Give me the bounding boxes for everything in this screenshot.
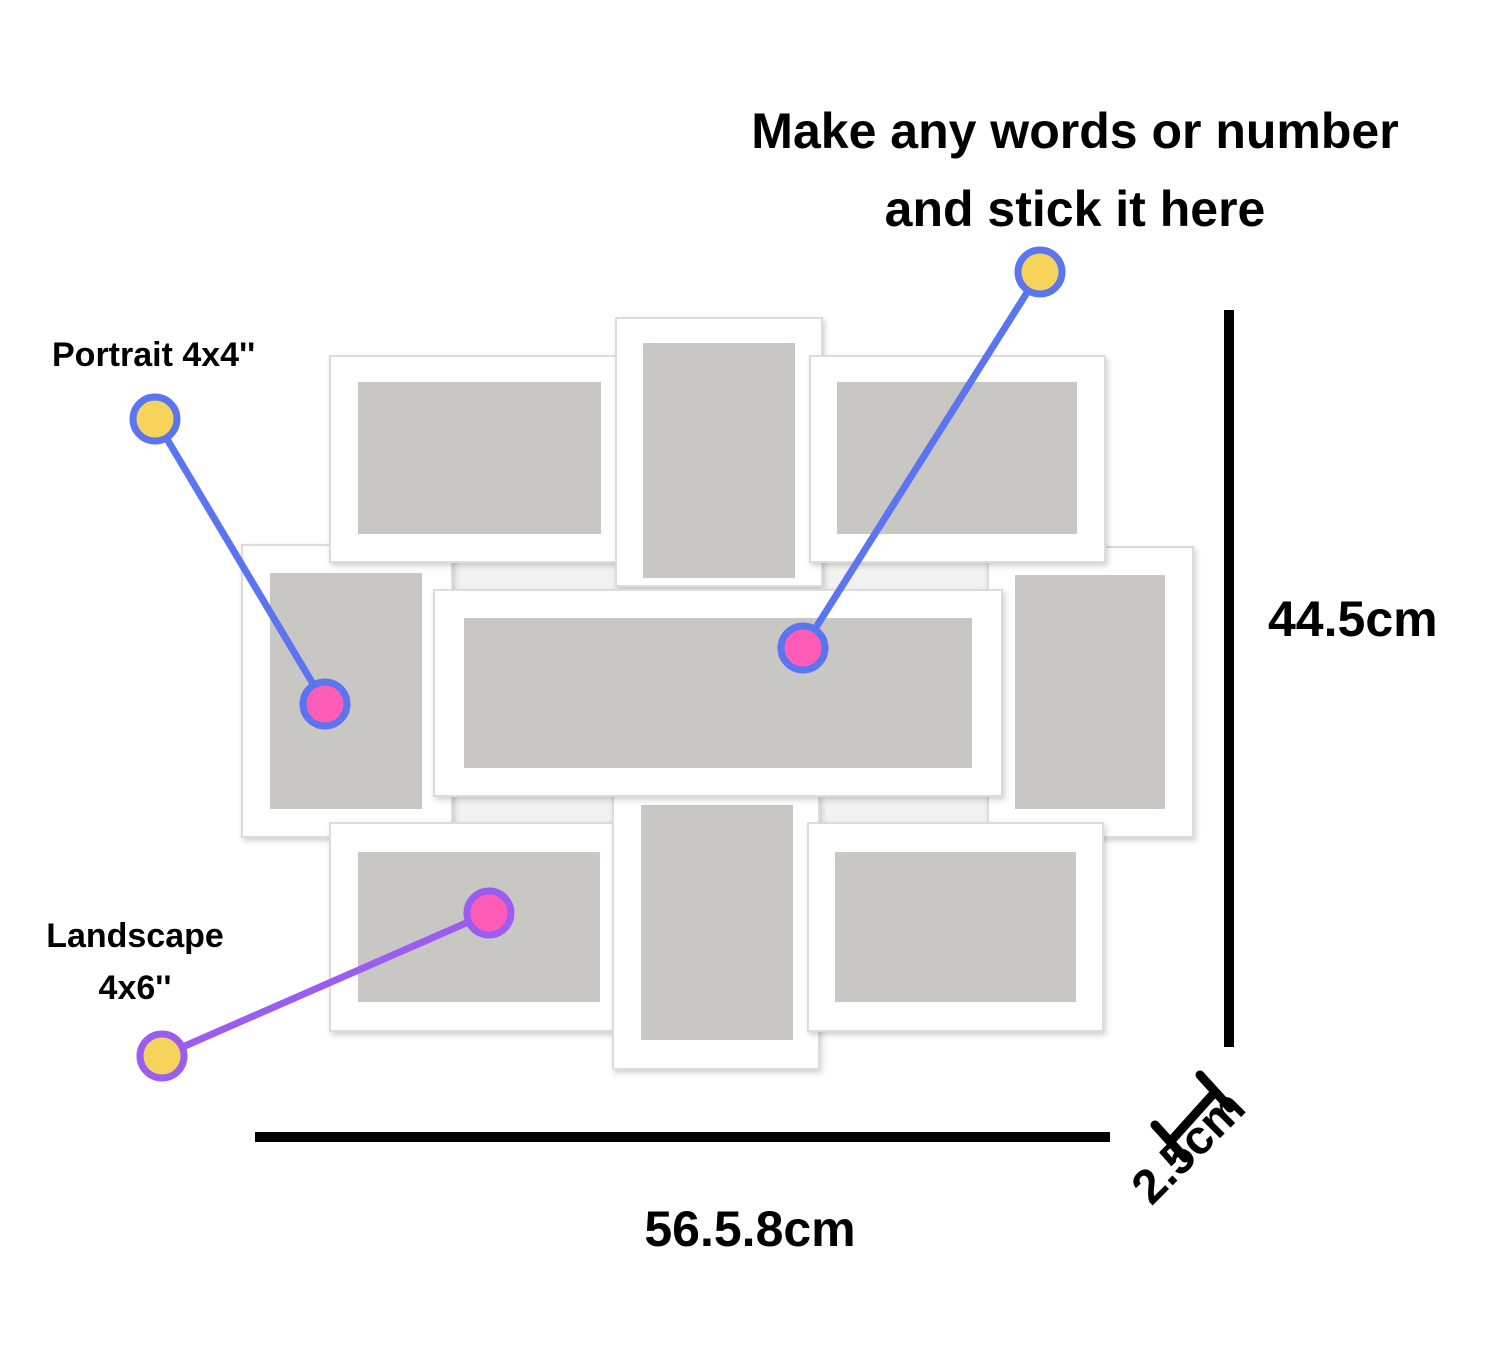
frame-bottom-center-portrait xyxy=(612,795,820,1070)
width-dimension-label: 56.5.8cm xyxy=(644,1201,856,1257)
portrait-anchor-dot xyxy=(129,393,181,445)
frame-bottom-left-landscape xyxy=(329,822,629,1032)
frame-bottom-right-landscape xyxy=(807,822,1104,1032)
portrait-target-dot xyxy=(299,678,351,730)
landscape-size-label: Landscape 4x6'' xyxy=(30,910,240,1014)
portrait-size-label: Portrait 4x4'' xyxy=(52,336,256,374)
frame-right-portrait xyxy=(987,546,1194,838)
landscape-label-line-2: 4x6'' xyxy=(98,969,172,1007)
frame-top-left-landscape xyxy=(329,355,629,563)
height-dimension-label: 44.5cm xyxy=(1268,591,1438,647)
headline-line-1: Make any words or number xyxy=(751,103,1399,159)
headline-text: Make any words or number and stick it he… xyxy=(700,92,1450,248)
headline-pointer xyxy=(777,246,1066,674)
landscape-label-line-1: Landscape xyxy=(46,917,224,955)
frame-center-panorama xyxy=(433,589,1003,797)
landscape-target-dot xyxy=(463,887,515,939)
portrait-pointer xyxy=(129,393,351,730)
landscape-pointer xyxy=(136,887,515,1082)
headline-line-2: and stick it here xyxy=(884,181,1266,237)
frame-top-center-portrait xyxy=(615,317,823,587)
depth-dimension-marker xyxy=(1150,1070,1235,1163)
center-target-dot xyxy=(777,622,829,674)
landscape-anchor-dot xyxy=(136,1030,188,1082)
frame-left-portrait xyxy=(241,544,453,838)
frame-top-right-landscape xyxy=(809,355,1106,563)
headline-anchor-dot xyxy=(1014,246,1066,298)
